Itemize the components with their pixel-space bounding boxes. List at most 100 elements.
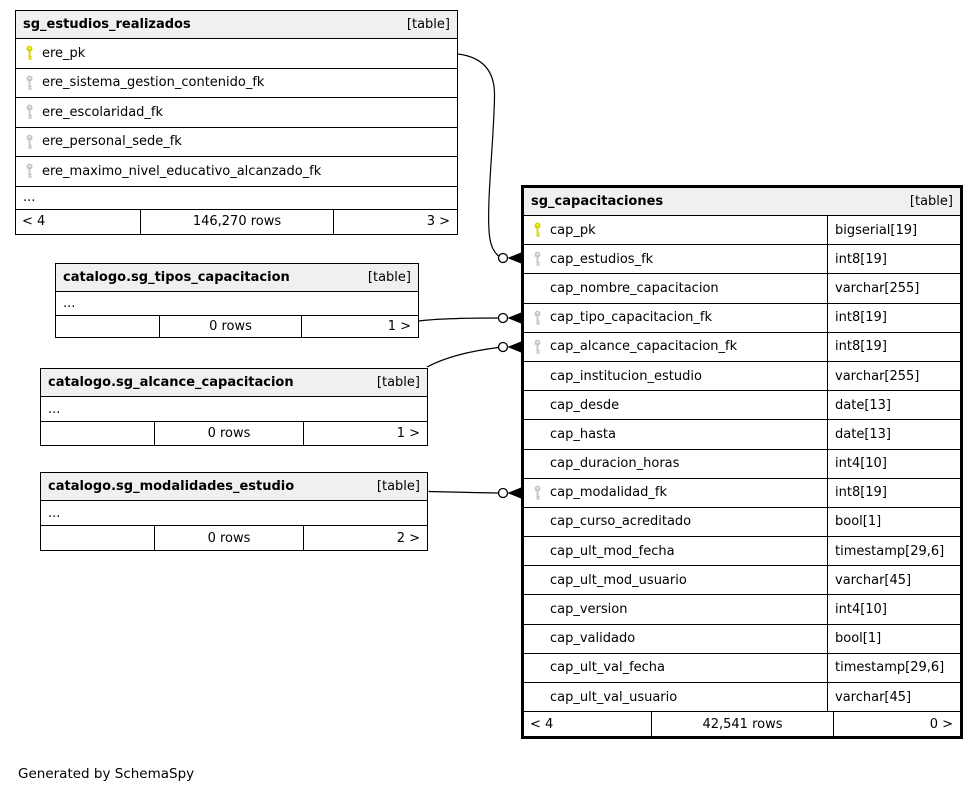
column-name: ere_personal_sede_fk [42,134,182,150]
edge-circle-terminator [497,487,509,499]
column-type: varchar[45] [827,683,960,712]
column-name: cap_validado [550,631,636,647]
edge-arrowhead [507,312,521,324]
column-type: bigserial[19] [827,216,960,245]
edge-circle-terminator [497,341,509,353]
relationship-line-modalidades-capacitaciones [428,490,499,494]
pager-next: 3 > [333,209,457,234]
edge-circle-terminator [497,312,509,324]
column-name: cap_tipo_capacitacion_fk [550,310,712,326]
column-name: cap_duracion_horas [550,456,680,472]
column-type: varchar[255] [827,361,960,391]
table-header: catalogo.sg_tipos_capacitacion [table] [56,264,418,292]
column-name: cap_ult_val_fecha [550,660,666,676]
column-row: cap_validado bool[1] [524,624,960,654]
row-count: 0 rows [154,422,303,445]
row-count: 0 rows [159,316,301,337]
column-row: cap_institucion_estudio varchar[255] [524,361,960,392]
table-tag: [table] [367,270,411,285]
table-footer: < 4 146,270 rows 3 > [16,209,457,234]
column-type: int8[19] [827,478,960,507]
table-footer: 0 rows 2 > [41,526,427,550]
column-type: int4[10] [827,449,960,478]
column-row: cap_version int4[10] [524,595,960,625]
edge-arrowhead [507,341,521,353]
row-count: 42,541 rows [651,712,833,737]
table-node-catalogo-sg-alcance-capacitacion[interactable]: catalogo.sg_alcance_capacitacion [table]… [40,368,428,446]
column-type: int8[19] [827,245,960,274]
column-row: cap_hasta date[13] [524,420,960,450]
column-row: ere_personal_sede_fk [16,128,457,157]
columns-ellipsis: ... [16,187,457,210]
column-type: int8[19] [827,332,960,361]
table-tag: [table] [376,479,420,494]
pager-prev [41,422,154,445]
column-row: cap_estudios_fk int8[19] [524,245,960,275]
edge-arrowhead [507,487,521,499]
table-title: sg_capacitaciones [531,194,664,209]
pager-prev: < 4 [22,214,46,229]
table-title: catalogo.sg_alcance_capacitacion [48,375,294,390]
column-type: bool[1] [827,507,960,537]
column-row: cap_curso_acreditado bool[1] [524,507,960,538]
column-type: date[13] [827,420,960,449]
foreign-key-icon [26,134,32,149]
columns-ellipsis: ... [41,397,427,422]
column-row: cap_ult_val_fecha timestamp[29,6] [524,653,960,683]
column-row: cap_ult_val_usuario varchar[45] [524,683,960,713]
table-tag: [table] [376,375,420,390]
column-name: ere_escolaridad_fk [42,104,164,120]
column-type: int4[10] [827,595,960,624]
foreign-key-icon [534,339,540,354]
column-row: ere_maximo_nivel_educativo_alcanzado_fk [16,157,457,187]
edge-circle-terminator [497,252,509,264]
pager-prev: < 4 [530,716,554,732]
table-footer: < 4 42,541 rows 0 > [524,712,960,737]
table-header: catalogo.sg_alcance_capacitacion [table] [41,369,427,397]
table-title: catalogo.sg_modalidades_estudio [48,479,295,494]
relationship-line-tipos-capacitaciones [418,317,499,322]
column-name: ere_pk [42,45,86,61]
table-header: sg_estudios_realizados [table] [16,11,457,39]
pager-next: 0 > [833,712,960,737]
column-name: cap_alcance_capacitacion_fk [550,339,738,355]
column-row: ere_sistema_gestion_contenido_fk [16,69,457,98]
pager-prev [56,316,159,337]
column-name: cap_hasta [550,426,616,442]
column-name: cap_curso_acreditado [550,514,692,530]
column-name: cap_ult_val_usuario [550,689,678,705]
column-type: date[13] [827,391,960,420]
table-node-sg-capacitaciones[interactable]: sg_capacitaciones [table] cap_pk bigseri… [521,185,963,740]
table-header: catalogo.sg_modalidades_estudio [table] [41,473,427,501]
column-name: cap_pk [550,222,596,238]
primary-key-icon [26,45,32,60]
foreign-key-icon [26,163,32,178]
relationship-line-estudios-capacitaciones [457,53,499,257]
column-type: timestamp[29,6] [827,653,960,682]
table-node-sg-estudios-realizados[interactable]: sg_estudios_realizados [table] ere_pk er… [15,10,458,235]
column-row: cap_duracion_horas int4[10] [524,449,960,479]
column-type: bool[1] [827,624,960,653]
columns-ellipsis: ... [41,501,427,526]
column-name: cap_ult_mod_usuario [550,572,687,588]
column-row: cap_alcance_capacitacion_fk int8[19] [524,332,960,362]
foreign-key-icon [26,104,32,119]
column-name: ere_sistema_gestion_contenido_fk [42,75,265,91]
foreign-key-icon [26,75,32,90]
foreign-key-icon [534,485,540,500]
table-tag: [table] [909,194,953,209]
table-node-catalogo-sg-tipos-capacitacion[interactable]: catalogo.sg_tipos_capacitacion [table] .… [55,263,419,338]
table-node-catalogo-sg-modalidades-estudio[interactable]: catalogo.sg_modalidades_estudio [table] … [40,472,428,551]
primary-key-icon [534,222,540,237]
column-type: timestamp[29,6] [827,537,960,566]
foreign-key-icon [534,251,540,266]
column-type: varchar[255] [827,274,960,303]
relationship-line-alcance-capacitaciones [426,346,499,368]
row-count: 146,270 rows [140,209,333,234]
edge-arrowhead [507,252,521,264]
column-row: cap_tipo_capacitacion_fk int8[19] [524,303,960,333]
column-type: int8[19] [827,303,960,332]
column-name: cap_version [550,602,628,618]
column-name: cap_modalidad_fk [550,485,667,501]
column-row: cap_modalidad_fk int8[19] [524,478,960,508]
